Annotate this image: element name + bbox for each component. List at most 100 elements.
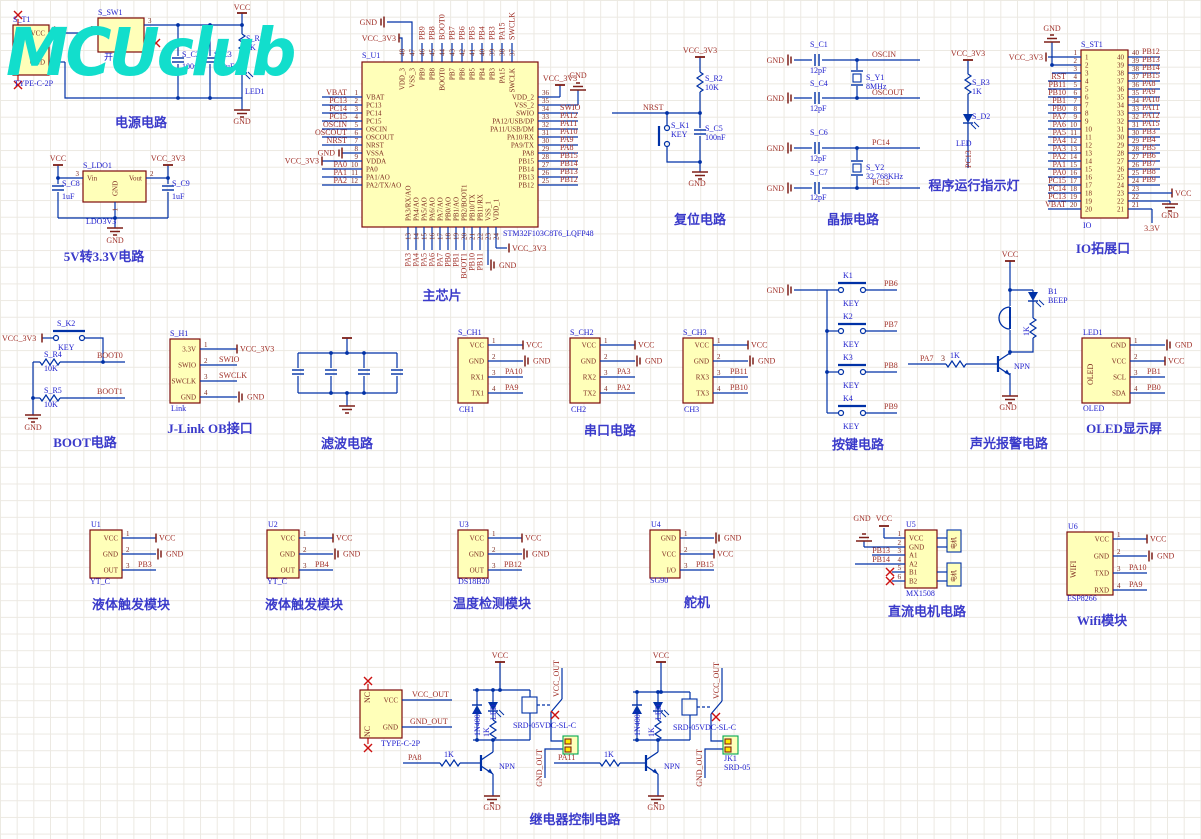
transistor[interactable] [645,751,659,761]
buzzer[interactable] [998,306,1011,330]
no-connect-x[interactable] [363,743,373,753]
connector-box[interactable] [946,562,962,587]
led-arrow[interactable] [973,121,980,128]
resistor[interactable] [39,393,61,403]
part-body[interactable] [12,24,50,76]
part-body[interactable] [904,529,938,589]
label: GND [688,179,706,188]
led-arrow[interactable] [1035,301,1042,308]
connector-box[interactable] [564,738,572,745]
part-body[interactable] [457,529,489,579]
junction [362,351,366,355]
resistor[interactable] [39,357,61,367]
resistor[interactable] [1028,317,1038,339]
resistor[interactable] [945,359,967,369]
led[interactable] [963,114,973,123]
push-button[interactable] [837,286,845,294]
wire[interactable] [666,146,700,163]
resistor[interactable] [237,33,247,55]
transistor[interactable] [480,751,494,761]
connector-box[interactable] [564,746,572,753]
resistor[interactable] [653,719,663,741]
part-body[interactable] [1081,337,1131,404]
no-connect-x[interactable] [13,10,23,20]
resistor[interactable] [488,719,498,741]
push-button[interactable] [78,334,86,342]
net-label: GND [724,534,742,543]
connector-box[interactable] [681,698,698,716]
part-body[interactable] [1066,531,1114,596]
led-arrow[interactable] [660,711,667,718]
pin-name: VCC [470,342,485,350]
diode[interactable] [632,705,642,714]
no-connect-x[interactable] [885,576,895,586]
wire[interactable] [1009,338,1034,355]
no-connect-x[interactable] [550,710,560,720]
transistor-arrow[interactable] [652,768,659,775]
no-connect-x[interactable] [363,676,373,686]
part-body[interactable] [569,337,601,404]
part-body[interactable] [89,529,123,579]
push-button[interactable] [859,327,867,335]
crystal[interactable] [852,73,862,83]
push-button[interactable] [859,368,867,376]
led-arrow[interactable] [498,709,505,716]
part-body[interactable] [649,529,681,579]
wire[interactable] [85,337,104,362]
wire[interactable] [704,748,723,778]
part-body[interactable] [361,61,539,228]
transistor-arrow[interactable] [487,768,494,775]
led-arrow[interactable] [495,711,502,718]
led-arrow[interactable] [970,123,977,130]
diode[interactable] [472,705,482,714]
part-body[interactable] [169,338,201,404]
led[interactable] [653,702,663,711]
push-button[interactable] [837,368,845,376]
resistor[interactable] [695,71,705,93]
crystal[interactable] [852,163,862,173]
transistor[interactable] [997,352,1011,362]
wire[interactable] [387,21,413,43]
resistor[interactable] [439,758,461,768]
no-connect-x[interactable] [13,80,23,90]
push-button[interactable] [837,327,845,335]
push-button[interactable] [663,124,671,132]
push-button[interactable] [859,286,867,294]
resistor[interactable] [963,73,973,95]
push-button[interactable] [837,409,845,417]
led-arrow[interactable] [247,71,254,78]
wire[interactable] [710,714,723,742]
junction [329,351,333,355]
no-connect-x[interactable] [711,712,721,722]
connector-box[interactable] [521,696,538,714]
junction [1008,288,1012,292]
push-button[interactable] [52,334,60,342]
part-body[interactable] [359,689,403,739]
part-body[interactable] [457,337,489,404]
led-arrow[interactable] [244,73,251,80]
wire[interactable] [710,700,723,715]
led[interactable] [1028,292,1038,301]
part-body[interactable] [1080,49,1129,219]
wire[interactable] [550,712,563,742]
wire[interactable] [64,62,242,99]
wire[interactable] [550,698,563,713]
part-body[interactable] [682,337,714,404]
push-button[interactable] [663,140,671,148]
part-body[interactable] [82,170,147,203]
no-connect-x[interactable] [151,38,161,48]
connector-box[interactable] [946,529,962,553]
wire[interactable] [399,37,403,43]
push-button[interactable] [859,409,867,417]
transistor-arrow[interactable] [1004,369,1011,376]
led[interactable] [488,702,498,711]
resistor[interactable] [599,758,621,768]
part-body[interactable] [97,17,145,53]
wire[interactable] [544,748,563,778]
led-arrow[interactable] [663,709,670,716]
led[interactable] [237,64,247,73]
led-arrow[interactable] [1038,299,1045,306]
connector-box[interactable] [724,746,732,753]
connector-box[interactable] [724,738,732,745]
no-connect-x[interactable] [885,567,895,577]
